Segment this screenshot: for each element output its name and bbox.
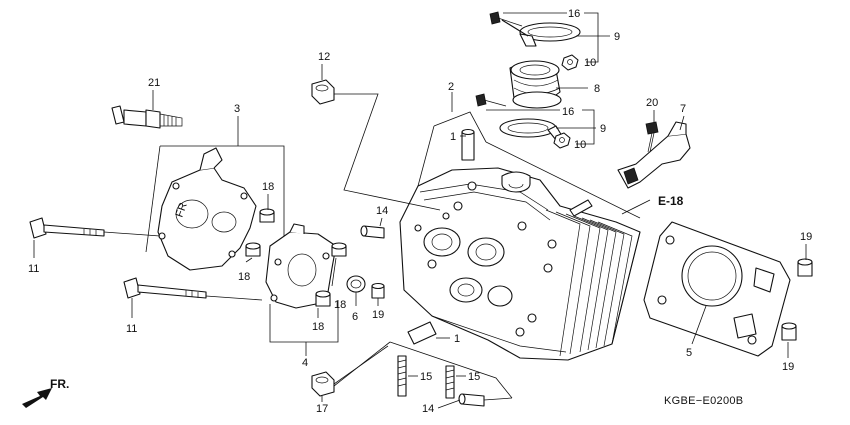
stud-15-left [397, 355, 407, 397]
svg-text:FR: FR [174, 201, 190, 219]
front-arrow-icon [22, 388, 52, 408]
cap-nut-17 [311, 371, 335, 397]
callout-10-upper: 10 [584, 57, 596, 69]
spark-plug [111, 105, 183, 129]
callout-9-upper: 9 [614, 31, 620, 43]
callout-3: 3 [234, 103, 240, 115]
screw-16-lower [475, 93, 507, 107]
stud-15-right [445, 365, 455, 399]
callout-16-upper: 16 [568, 8, 580, 20]
dowel-14-lower [458, 393, 485, 407]
nut-10-upper [561, 54, 579, 71]
callout-19-mid: 19 [372, 309, 384, 321]
callout-9-lower: 9 [600, 123, 606, 135]
callout-18-b: 18 [238, 271, 250, 283]
front-label: FR. [50, 377, 69, 391]
callout-7: 7 [680, 103, 686, 115]
dowel-pin-19-mid [371, 282, 385, 299]
reference-e18: E-18 [658, 194, 684, 208]
callout-2: 2 [448, 81, 454, 93]
callout-14-upper: 14 [376, 205, 388, 217]
callout-6: 6 [352, 311, 358, 323]
callout-5: 5 [686, 347, 692, 359]
callout-15-left: 15 [420, 371, 432, 383]
callout-11-lower: 11 [126, 323, 137, 335]
callout-8: 8 [594, 83, 600, 95]
callout-19-right-bottom: 19 [782, 361, 794, 373]
callout-10-lower: 10 [574, 139, 586, 151]
bolt-11-upper [29, 217, 105, 239]
callout-1-upper: 1 [450, 131, 456, 143]
cylinder-head-gasket [643, 221, 791, 357]
dowel-18-a [259, 208, 275, 223]
dowel-18-d [315, 290, 331, 307]
nut-10-lower [553, 132, 571, 149]
bolt-20 [645, 121, 659, 153]
bolt-11-lower [123, 277, 207, 299]
diagram-code: KGBE−E0200B [664, 395, 743, 407]
callout-14-lower: 14 [422, 403, 434, 415]
head-cover: FR [157, 147, 257, 271]
intake-pipe [509, 60, 562, 109]
hose-clamp-upper [501, 19, 581, 47]
callout-18-d: 18 [312, 321, 324, 333]
callout-11-upper: 11 [28, 263, 39, 275]
cylinder-head [399, 128, 641, 361]
callout-1-lower: 1 [454, 333, 460, 345]
o-ring-6 [346, 275, 366, 293]
screw-16-upper [489, 11, 523, 27]
callout-4: 4 [302, 357, 308, 369]
cap-nut-12 [311, 79, 335, 105]
dowel-18-b [245, 242, 261, 257]
callout-16-lower: 16 [562, 106, 574, 118]
callout-15-right: 15 [468, 371, 480, 383]
leader-lines [33, 12, 807, 409]
callout-12: 12 [318, 51, 330, 63]
callout-20: 20 [646, 97, 658, 109]
dowel-pin-19-top [797, 258, 813, 277]
dowel-14-upper [360, 225, 385, 239]
hose-clamp-lower [499, 118, 563, 141]
dowel-pin-19-bottom [781, 322, 797, 341]
callouts: 16 9 10 8 16 9 10 12 2 1 1 21 3 18 18 18… [28, 8, 812, 415]
callout-19-right-top: 19 [800, 231, 812, 243]
callout-17: 17 [316, 403, 328, 415]
callout-18-c: 18 [334, 299, 346, 311]
callout-18-a: 18 [262, 181, 274, 193]
callout-21: 21 [148, 77, 160, 89]
dowel-18-c [331, 242, 347, 257]
